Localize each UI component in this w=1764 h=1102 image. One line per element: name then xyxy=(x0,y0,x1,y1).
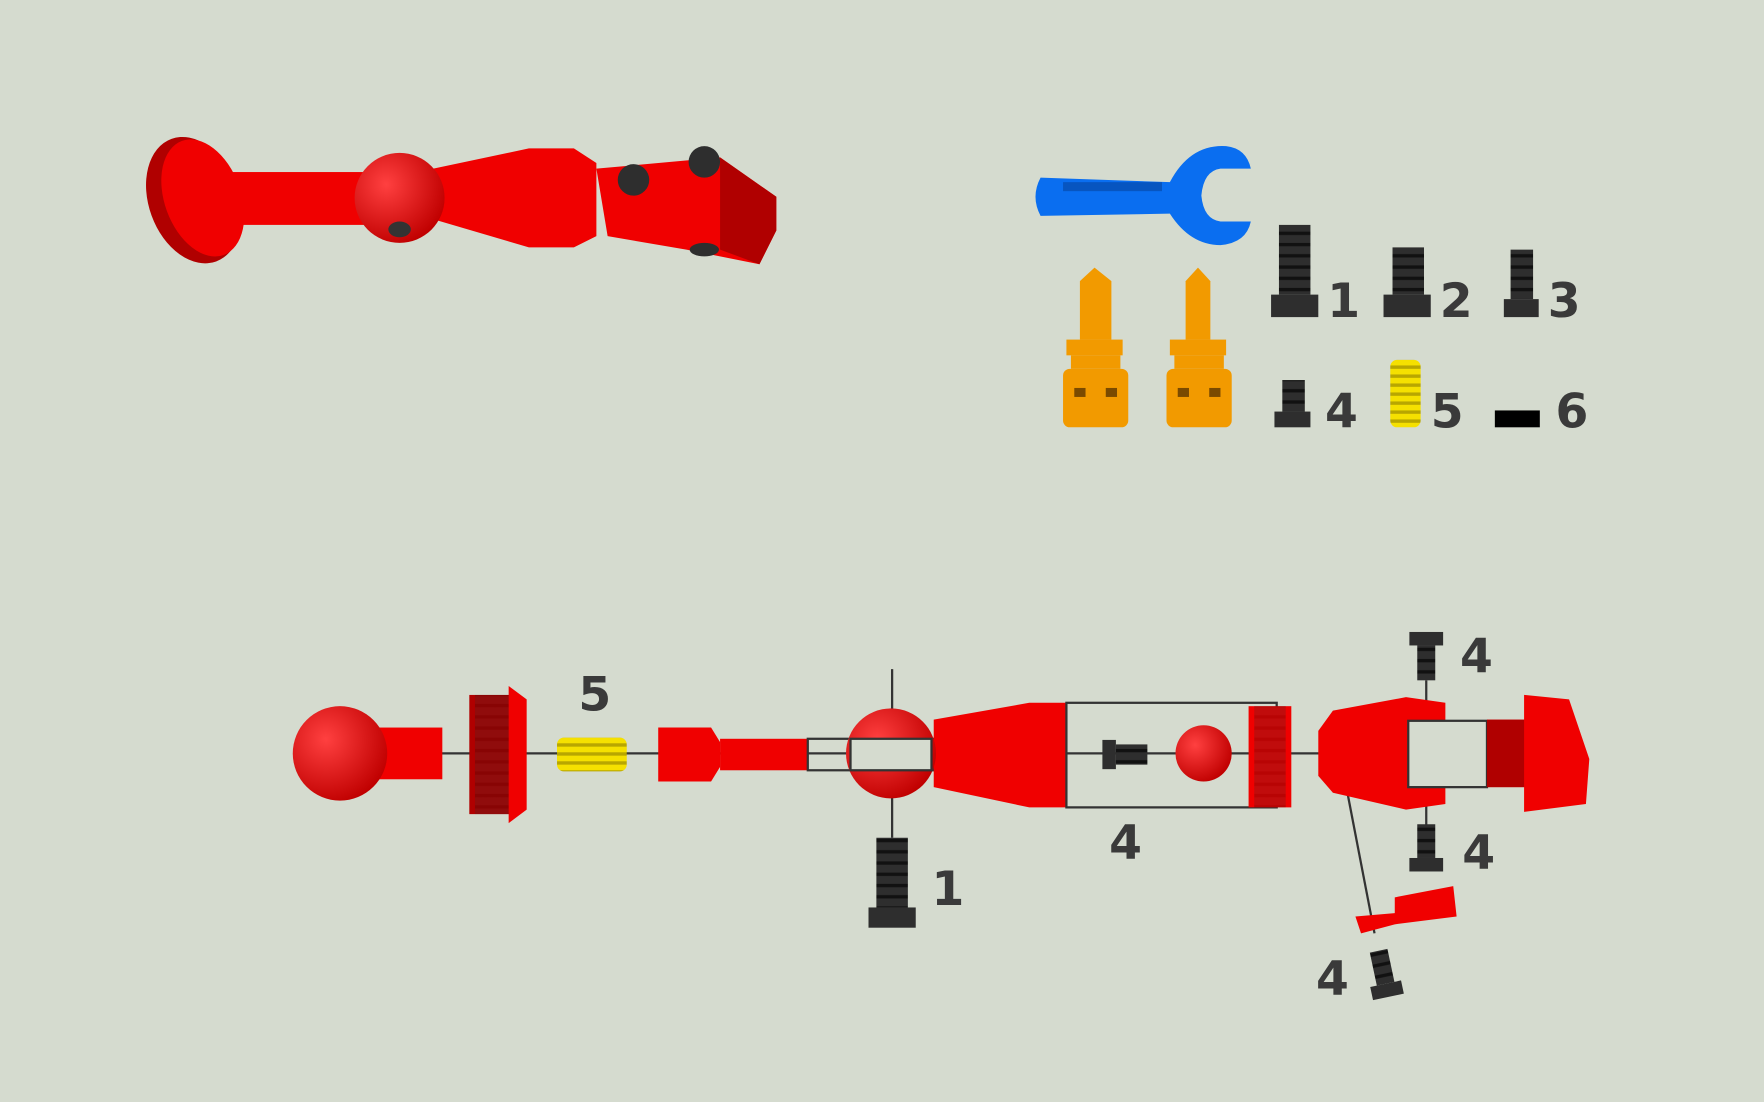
legend-label-4: 4 xyxy=(1325,384,1358,439)
spring-icon xyxy=(1390,359,1421,428)
legend-label-5: 5 xyxy=(1431,384,1464,439)
screw-4-bottom xyxy=(1409,824,1444,872)
screw-1-bottom xyxy=(868,837,916,928)
label-bracket-top: 4 xyxy=(1460,629,1493,684)
legend-label-2: 2 xyxy=(1440,274,1473,329)
bracket xyxy=(1318,694,1590,812)
screw-1-icon xyxy=(1271,224,1319,318)
threaded-collar xyxy=(469,685,527,824)
screw-4-icon xyxy=(1274,380,1311,428)
assembled-arm xyxy=(146,136,777,265)
screw-4-top xyxy=(1409,631,1444,681)
wrench-icon xyxy=(1035,146,1251,246)
screw-head-icon xyxy=(617,164,650,196)
label-bracket-bottom: 4 xyxy=(1462,826,1495,881)
legend-label-1: 1 xyxy=(1327,274,1360,329)
legend-label-6: 6 xyxy=(1556,384,1589,439)
screw-3-icon xyxy=(1503,249,1539,318)
label-joint-group: 4 xyxy=(1109,816,1142,871)
screw-4-inner xyxy=(1102,739,1148,770)
label-spring: 5 xyxy=(578,668,611,723)
screw-2-icon xyxy=(1383,247,1431,318)
label-lever-screw: 4 xyxy=(1316,952,1349,1007)
lever xyxy=(1355,886,1457,934)
exploded-view: 5 4 1 4 4 4 xyxy=(292,629,1590,1007)
screw-4-lever xyxy=(1369,948,1404,1001)
label-ball-screw: 1 xyxy=(931,862,964,917)
spring-part xyxy=(557,737,627,772)
ball-end xyxy=(292,706,443,801)
flat-bit-icon xyxy=(1166,267,1232,428)
parts-legend: 1 2 3 4 5 6 xyxy=(1035,146,1588,439)
phillips-bit-icon xyxy=(1063,267,1129,428)
legend-label-3: 3 xyxy=(1548,274,1581,329)
spacer-block-icon xyxy=(1494,410,1540,428)
screw-head-icon xyxy=(688,146,721,178)
